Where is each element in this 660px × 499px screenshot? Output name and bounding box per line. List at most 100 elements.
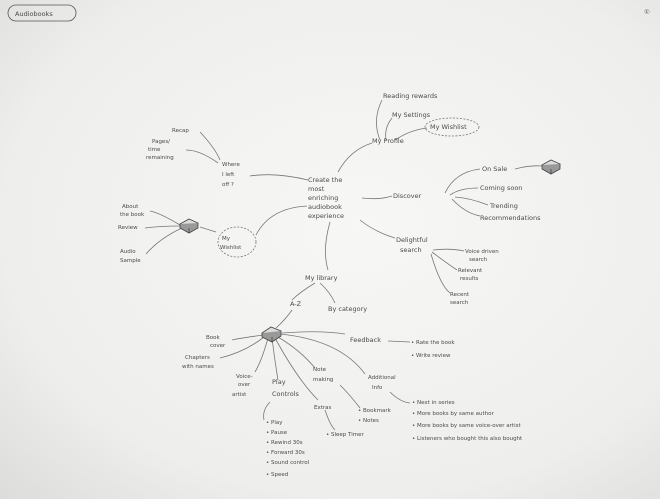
node-label: Recommendations	[480, 214, 541, 222]
node-label: Pages/	[152, 139, 170, 145]
svg-text:• Write review: • Write review	[411, 353, 451, 359]
left-off-branch[interactable]: Where I left off ? Recap Pages/time remaini…	[146, 128, 240, 188]
title-badge: Audiobooks	[7, 4, 77, 22]
node-label: Sample	[120, 258, 141, 264]
node-label: Wishlist	[220, 245, 242, 251]
node-label: most	[308, 185, 325, 193]
node-label: More books by same author	[417, 411, 494, 417]
node-label: Delightful	[396, 236, 428, 244]
node-label: Speed	[271, 472, 288, 478]
node-label: Relevant	[458, 268, 483, 274]
node-label: Create the	[308, 176, 342, 184]
node-label: Bookmark	[363, 408, 392, 414]
node-label: A-Z	[290, 300, 302, 308]
node-label: My library	[305, 274, 338, 282]
node-label: Reading rewards	[383, 92, 438, 100]
svg-text:• More books by same author: • More books by same author	[412, 411, 494, 417]
node-label: On Sale	[482, 165, 507, 173]
node-label: Forward 30s	[271, 450, 305, 456]
node-label: results	[460, 276, 479, 282]
svg-text:• More books by same voice-ove: • More books by same voice-over artist	[412, 423, 521, 429]
node-label: Sound control	[271, 460, 310, 466]
node-label: search	[400, 246, 422, 254]
node-label: Play	[271, 420, 283, 426]
node-label: Next in series	[417, 400, 455, 406]
svg-text:• Bookmark: • Bookmark	[358, 408, 392, 414]
node-label: About	[122, 204, 139, 210]
node-label: Where	[222, 162, 240, 168]
node-label: Note	[313, 367, 327, 373]
svg-text:• Notes: • Notes	[358, 418, 379, 424]
svg-text:• Listeners who bought this al: • Listeners who bought this also bought	[412, 436, 523, 442]
svg-text:• Next in series: • Next in series	[412, 400, 455, 406]
book-icon	[541, 159, 561, 175]
node-label: Voice-	[236, 374, 253, 380]
node-label: Controls	[272, 390, 299, 398]
svg-text:• Forward 30s: • Forward 30s	[266, 450, 305, 456]
node-label: Extras	[314, 405, 332, 411]
node-label: Audiobooks	[15, 10, 53, 18]
node-label: Coming soon	[480, 184, 522, 192]
connectors	[144, 99, 543, 431]
node-label: Notes	[363, 418, 379, 424]
profile-branch[interactable]: My Profile Reading rewards My Settings M…	[372, 92, 480, 145]
node-label: Discover	[393, 192, 422, 200]
node-label: Pause	[271, 430, 288, 436]
node-label: audiobook	[308, 203, 342, 211]
svg-text:• Sound control: • Sound control	[266, 460, 310, 466]
node-label: Recent	[450, 292, 470, 298]
node-label: My Settings	[392, 111, 431, 119]
node-label: Sleep Timer	[331, 432, 364, 438]
node-label: Recap	[172, 128, 189, 134]
svg-text:• Rate the book: • Rate the book	[411, 340, 455, 346]
node-label: artist	[232, 392, 247, 398]
node-label: Trending	[489, 202, 518, 210]
play-controls-list: • Play • Pause • Rewind 30s • Forward 30…	[266, 420, 310, 478]
library-branch[interactable]: My library A-Z By category Book cover Cha…	[182, 274, 523, 478]
svg-text:• Speed: • Speed	[266, 472, 288, 478]
discover-branch[interactable]: Discover On Sale Coming soon Trending Re…	[393, 159, 561, 222]
node-label: I left	[222, 172, 235, 178]
node-label: My	[222, 236, 231, 242]
node-label: Rewind 30s	[271, 440, 303, 446]
node-label: Additional	[368, 375, 396, 381]
node-label: Listeners who bought this also bought	[417, 436, 523, 442]
node-label: More books by same voice-over artist	[417, 423, 521, 429]
node-label: Play	[272, 378, 286, 386]
node-label: Review	[118, 225, 138, 231]
node-label: with names	[182, 364, 214, 370]
node-label: search	[469, 257, 488, 263]
node-label: Voice driven	[465, 249, 499, 255]
node-label: Chapters	[185, 355, 210, 361]
node-label: over	[238, 382, 251, 388]
svg-text:• Play: • Play	[266, 420, 283, 426]
node-label: experience	[308, 212, 344, 220]
node-label: Rate the book	[416, 340, 455, 346]
node-label: Feedback	[350, 336, 381, 344]
node-label: time	[148, 147, 161, 153]
svg-text:• Sleep Timer: • Sleep Timer	[326, 432, 364, 438]
book-icon	[179, 218, 199, 234]
node-label: enriching	[308, 194, 338, 202]
node-label: the book	[120, 212, 145, 218]
node-label: making	[313, 377, 333, 383]
node-label: Info	[372, 385, 383, 391]
node-label: Audio	[120, 249, 136, 255]
node-label: Write review	[416, 353, 451, 359]
page-number: ①	[644, 8, 650, 16]
svg-text:• Rewind 30s: • Rewind 30s	[266, 440, 303, 446]
node-label: My Wishlist	[430, 123, 467, 131]
node-label: off ?	[222, 182, 234, 188]
book-icon	[261, 326, 282, 343]
svg-text:• Pause: • Pause	[266, 430, 288, 436]
node-label: remaining	[146, 155, 174, 161]
center-node[interactable]: Create themostenrichingaudiobookexperien…	[308, 176, 344, 220]
node-label: cover	[210, 343, 226, 349]
node-label: search	[450, 300, 469, 306]
search-branch[interactable]: Delightful search Voice driven search Rele…	[396, 236, 499, 306]
node-label: Book	[206, 335, 221, 341]
node-label: By category	[328, 305, 367, 313]
node-label: My Profile	[372, 137, 404, 145]
